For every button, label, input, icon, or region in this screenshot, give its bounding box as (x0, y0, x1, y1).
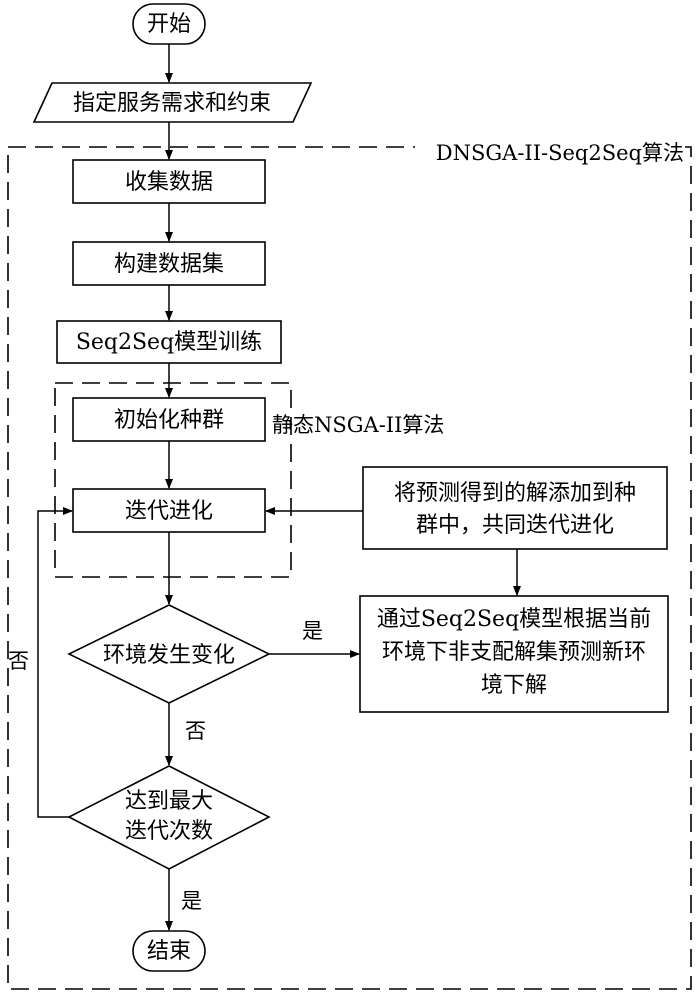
env-change-decision: 环境发生变化 (67, 604, 271, 704)
outer-group-label-bg (415, 140, 685, 162)
start-node: 开始 (132, 3, 206, 45)
edge-label-max-yes: 是 (181, 889, 202, 913)
build-dataset-label: 构建数据集 (114, 252, 224, 277)
end-node: 结束 (132, 930, 206, 972)
train-model-node: Seq2Seq模型训练 (56, 320, 282, 364)
train-model-label: Seq2Seq模型训练 (76, 330, 262, 355)
outer-group-label: DNSGA-II-Seq2Seq算法 (436, 141, 684, 165)
max-iter-label-1: 达到最大 (125, 789, 213, 814)
init-population-node: 初始化种群 (72, 397, 266, 442)
collect-data-node: 收集数据 (72, 159, 266, 204)
edge-label-loop-no: 否 (8, 649, 29, 673)
spec-input-node: 指定服务需求和约束 (32, 82, 313, 123)
init-population-label: 初始化种群 (114, 408, 224, 433)
start-node-label: 开始 (147, 12, 191, 37)
spec-input-label: 指定服务需求和约束 (73, 91, 271, 116)
predict-solutions-label-2: 环境下非支配解集预测新环 (382, 640, 646, 665)
inner-group-frame (54, 382, 292, 578)
add-predicted-label-1: 将预测得到的解添加到种 (394, 481, 636, 506)
edge-max-no-loop (37, 507, 73, 818)
predict-solutions-node: 通过Seq2Seq模型根据当前 环境下非支配解集预测新环 境下解 (359, 595, 669, 713)
iterate-evolve-node: 迭代进化 (72, 488, 266, 533)
edge-label-env-yes: 是 (302, 619, 323, 643)
add-predicted-node: 将预测得到的解添加到种 群中，共同迭代进化 (362, 466, 668, 550)
max-iter-label-2: 迭代次数 (125, 819, 213, 844)
iterate-evolve-label: 迭代进化 (125, 499, 213, 524)
inner-group-label: 静态NSGA-II算法 (272, 413, 444, 437)
max-iter-decision: 达到最大 迭代次数 (67, 765, 271, 870)
env-change-label: 环境发生变化 (103, 643, 235, 668)
build-dataset-node: 构建数据集 (72, 241, 266, 286)
predict-solutions-label-1: 通过Seq2Seq模型根据当前 (377, 607, 651, 632)
collect-data-label: 收集数据 (125, 170, 213, 195)
outer-group-frame (7, 146, 692, 990)
edge-label-env-no: 否 (185, 719, 206, 743)
predict-solutions-label-3: 境下解 (481, 673, 547, 698)
add-predicted-label-2: 群中，共同迭代进化 (416, 513, 614, 538)
end-node-label: 结束 (147, 939, 191, 964)
